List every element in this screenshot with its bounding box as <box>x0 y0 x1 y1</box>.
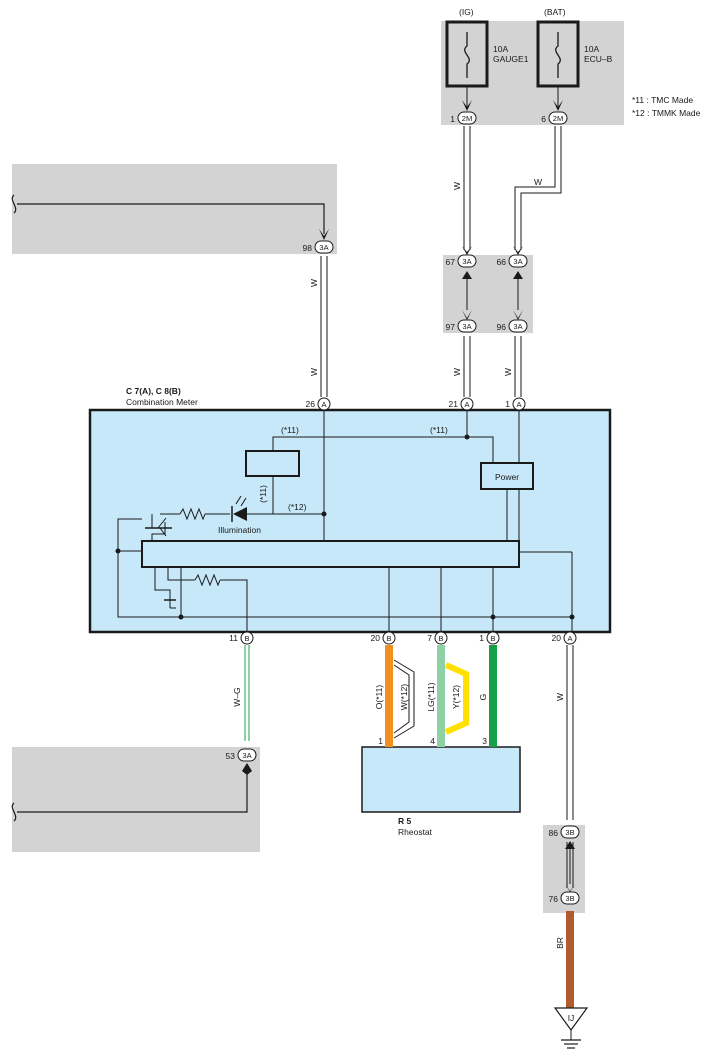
wire-label-w12: W(*12) <box>399 684 409 711</box>
power-label: Power <box>495 472 519 482</box>
wire-label-w-98-top: W <box>309 279 319 287</box>
note-12: (*12) <box>288 502 307 512</box>
wire-label-w-98-bottom: W <box>309 368 319 376</box>
wire-label-br: BR <box>555 937 565 949</box>
rheostat-pin-1: 1 <box>378 736 383 746</box>
conn-a-21: A <box>464 400 469 409</box>
conn-3a-67: 3A <box>462 257 471 266</box>
fuse-name-ecu-b: ECU–B <box>584 54 613 64</box>
wire-label-w-1: W <box>503 368 513 376</box>
note-11-relay: (*11) <box>281 425 299 435</box>
fuse-amps-gauge1: 10A <box>493 44 508 54</box>
rheostat-name: Rheostat <box>398 827 433 837</box>
left-harness-lines <box>11 194 325 822</box>
wire-label-w-g: W–G <box>232 687 242 706</box>
fuse-name-gauge1: GAUGE1 <box>493 54 529 64</box>
conn-b-7: B <box>438 634 443 643</box>
pin-1-2m: 1 <box>450 114 455 124</box>
meter-name: Combination Meter <box>126 397 198 407</box>
conn-3a-96: 3A <box>513 322 522 331</box>
pin-53: 53 <box>226 751 236 761</box>
wire-yellow <box>444 662 469 735</box>
conn-a-1: A <box>516 400 521 409</box>
wire-label-o11: O(*11) <box>374 685 384 710</box>
fuse-supply-ig: (IG) <box>459 7 474 17</box>
fuse-gauge1 <box>445 20 489 108</box>
pin-11: 11 <box>229 633 238 643</box>
pin-67: 67 <box>446 257 456 267</box>
fuse-amps-ecu-b: 10A <box>584 44 599 54</box>
conn-a-26: A <box>321 400 326 409</box>
rheostat-pin-3: 3 <box>482 736 487 746</box>
meter-bus-box <box>141 540 520 568</box>
conn-3a-97: 3A <box>462 322 471 331</box>
wire-w12-outline-b <box>393 664 410 734</box>
ground-symbol <box>553 1007 589 1049</box>
note-tmmk: *12 : TMMK Made <box>632 108 701 118</box>
conn-3b-76: 3B <box>565 894 574 903</box>
wire-label-w-21: W <box>452 368 462 376</box>
rheostat-box <box>361 746 521 813</box>
fuse-ecu-b <box>536 20 580 108</box>
pin-21: 21 <box>449 399 459 409</box>
wire-label-w-20a: W <box>555 693 565 701</box>
illumination-led-icon <box>231 495 247 522</box>
ground-label: IJ <box>568 1013 575 1023</box>
pin-26: 26 <box>306 399 316 409</box>
conn-b-1: B <box>490 634 495 643</box>
pin-7: 7 <box>427 633 432 643</box>
pin-76: 76 <box>549 894 559 904</box>
fuse-block-shade <box>441 21 624 125</box>
pin-86: 86 <box>549 828 559 838</box>
note-11-power: (*11) <box>430 425 448 435</box>
meter-code: C 7(A), C 8(B) <box>126 386 181 396</box>
note-tmc: *11 : TMC Made <box>632 95 693 105</box>
pin-6-2m: 6 <box>541 114 546 124</box>
combination-meter-box <box>88 408 612 634</box>
fuse-supply-bat: (BAT) <box>544 7 566 17</box>
note-11-vertical: (*11) <box>258 485 268 503</box>
pin-96: 96 <box>497 322 507 332</box>
conn-2m-a: 2M <box>462 114 472 123</box>
pin-97: 97 <box>446 322 456 332</box>
wire-w12-outline-a <box>393 659 415 739</box>
wire-label-g: G <box>478 694 488 701</box>
connector-arrows <box>242 100 575 892</box>
conn-3a-98: 3A <box>319 243 328 252</box>
conn-3a-53: 3A <box>242 751 251 760</box>
upper-left-shade <box>12 164 337 254</box>
conn-3b-86: 3B <box>565 828 574 837</box>
pin-1-a: 1 <box>505 399 510 409</box>
illumination-label: Illumination <box>218 525 261 535</box>
white-wires <box>320 126 574 888</box>
rheostat-pin-4: 4 <box>430 736 435 746</box>
conn-b-20: B <box>386 634 391 643</box>
wire-label-w-gauge: W <box>452 182 462 190</box>
pin-98: 98 <box>303 243 313 253</box>
conn-3a-66: 3A <box>513 257 522 266</box>
conn-b-11: B <box>244 634 249 643</box>
junction-dots <box>115 434 575 620</box>
power-box <box>480 462 534 490</box>
lower-left-shade <box>12 747 260 852</box>
pin-66: 66 <box>497 257 507 267</box>
rheostat-code: R 5 <box>398 816 412 826</box>
pin-1-b: 1 <box>479 633 484 643</box>
meter-relay-box <box>245 450 300 477</box>
pin-20-b: 20 <box>371 633 381 643</box>
meter-internal-circuit <box>117 410 573 632</box>
conn-a-20: A <box>567 634 572 643</box>
wire-label-w-ecu: W <box>534 177 542 187</box>
wire-label-lg11: LG(*11) <box>426 682 436 711</box>
wire-label-y12: Y(*12) <box>451 685 461 709</box>
conn-2m-b: 2M <box>553 114 563 123</box>
pin-20-a: 20 <box>552 633 562 643</box>
